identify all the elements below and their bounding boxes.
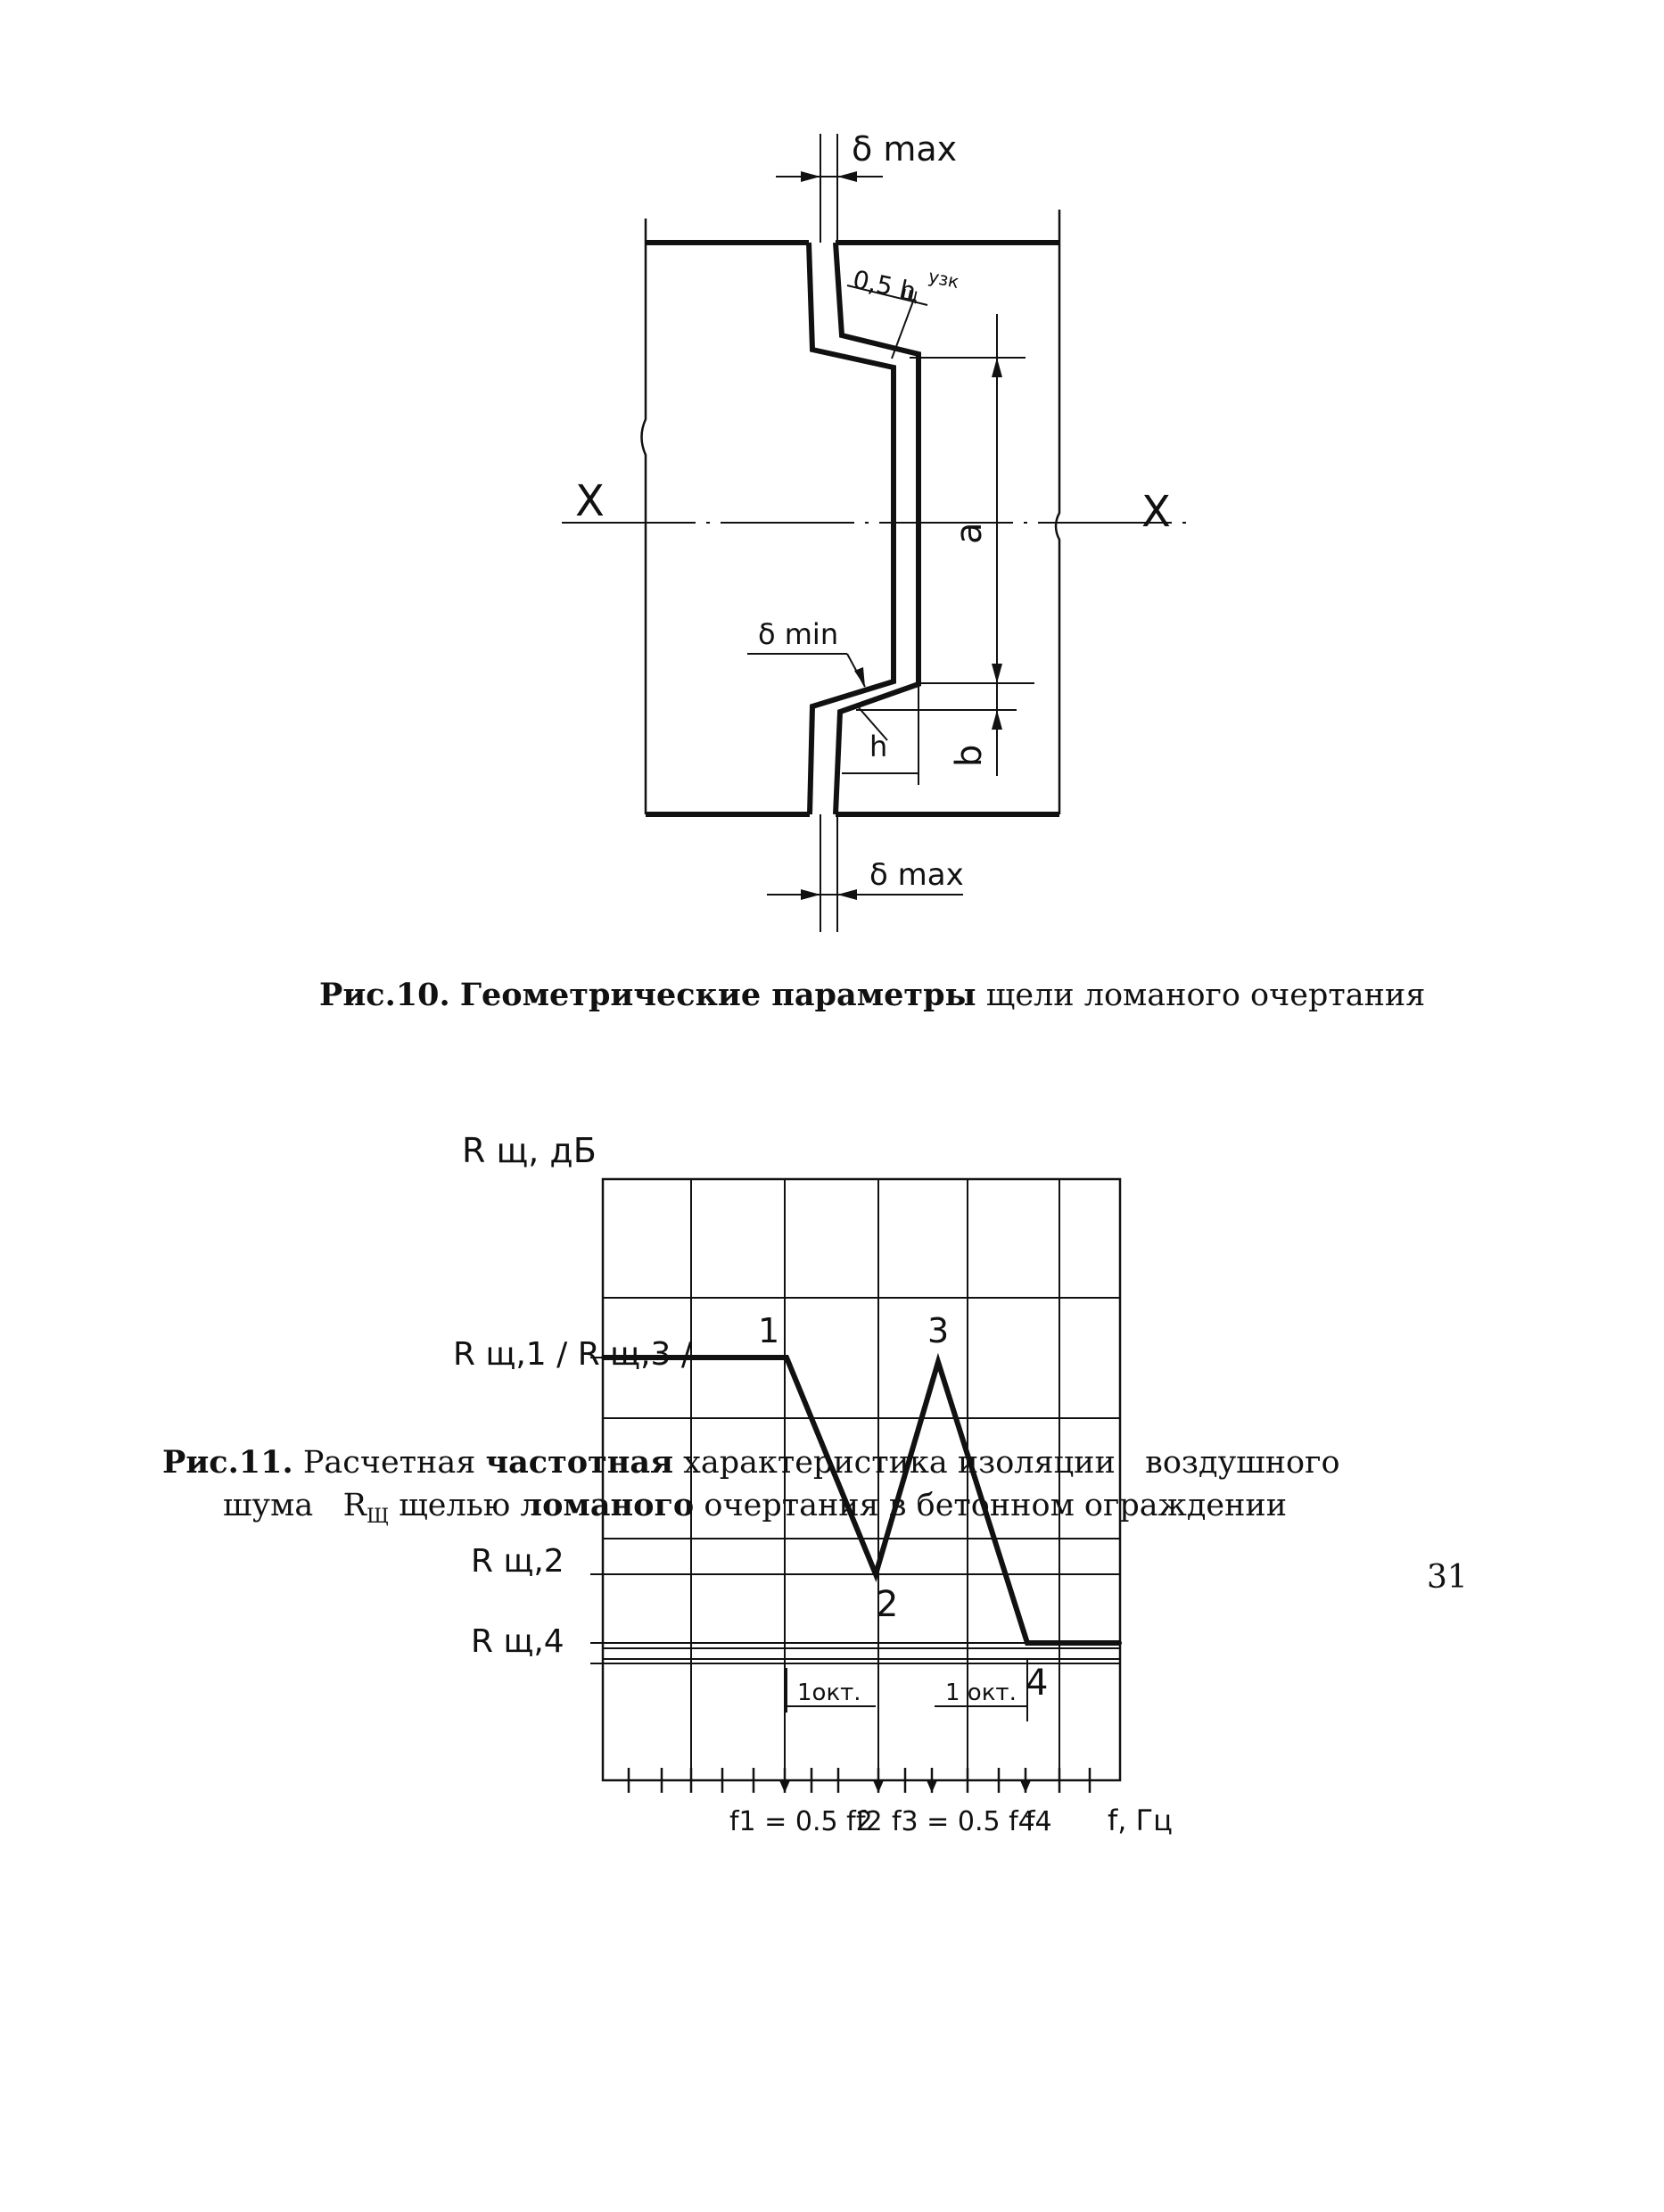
series-point-3 [936, 1360, 940, 1364]
label-delta-max-bottom: δ max [869, 857, 964, 893]
figure-10-diagram: δ max δ max δ min 0,5 h узк щ X X a b h [562, 129, 1195, 932]
y-tick-label-4: R щ,4 [471, 1623, 564, 1660]
chart-grid [590, 1177, 1122, 1793]
arrow-delta-max-top-r [837, 171, 857, 182]
half-h-dim [846, 285, 928, 306]
fig11-caption-a: Расчетная [302, 1445, 476, 1481]
x-tick-label-f2: f2 [856, 1806, 883, 1837]
x-tick-label-f1: f1 = 0.5 f2 [729, 1806, 873, 1837]
freq-marker-2 [927, 1780, 937, 1793]
series-point-4 [1026, 1641, 1029, 1645]
x-axis-label: f, Гц [1108, 1803, 1173, 1837]
chart-series [601, 1352, 1122, 1646]
arrow-b-bottom [992, 710, 1002, 730]
fig10-caption-rest: щели ломаного очертания [985, 978, 1426, 1013]
fig10-caption-bold: Геометрические параметры [459, 977, 976, 1013]
point-label-2: 2 [876, 1584, 898, 1625]
arrow-delta-max-bot-r [837, 889, 857, 900]
arrow-delta-max-top-l [801, 171, 820, 182]
figure-10-caption: Рис.10. Геометрические параметры щели ло… [319, 974, 1425, 1017]
fig11-caption2-c: очертания в бетонном ограждении [704, 1488, 1288, 1523]
freq-marker-0 [779, 1780, 790, 1793]
figure-11-caption-line2: шума RЩ щелью ломаного очертания в бетон… [223, 1484, 1287, 1539]
point-label-1: 1 [758, 1311, 779, 1350]
arrow-delta-max-bot-l [801, 889, 820, 900]
label-h-sub: щ [900, 281, 920, 305]
arrow-a-top [992, 358, 1002, 377]
y-axis-label: R щ, дБ [462, 1131, 597, 1170]
series-line [603, 1352, 1120, 1646]
point-label-4: 4 [1026, 1663, 1048, 1704]
freq-marker-1 [873, 1780, 884, 1793]
fig11-caption-prefix: Рис.11. [162, 1444, 293, 1481]
half-h-ext [891, 298, 915, 359]
y-tick-label-2: R щ,2 [471, 1543, 564, 1580]
figure-11-caption-line1: Рис.11. Расчетная частотная характеристи… [162, 1441, 1340, 1484]
fig11-caption-b: характеристика изоляции воздушного [683, 1445, 1340, 1481]
series-point-0 [601, 1356, 605, 1359]
fig11-caption-bold: частотная [485, 1444, 673, 1481]
octave-label-2: 1 окт. [945, 1680, 1017, 1706]
label-h: h [869, 730, 887, 763]
label-axis-right: X [1141, 487, 1171, 537]
freq-marker-3 [1020, 1780, 1031, 1793]
series-point-1 [785, 1356, 788, 1359]
fig11-caption2-sub: Щ [366, 1506, 390, 1528]
series-point-2 [874, 1572, 877, 1576]
octave-label-1: 1окт. [797, 1680, 861, 1706]
label-delta-min: δ min [758, 617, 838, 651]
right-edge [1054, 210, 1061, 814]
fig11-caption2-symbol: R [342, 1488, 367, 1523]
label-delta-max-top: δ max [852, 129, 957, 169]
joint-right-contour [833, 242, 921, 815]
series-point-5 [1118, 1641, 1122, 1645]
label-b: b [949, 745, 990, 767]
fig11-caption2-bold: ломаного [520, 1487, 695, 1523]
joint-left-contour [806, 242, 896, 815]
x-tick-label-f4: f4 [1026, 1806, 1052, 1837]
fig11-caption2-b: щелью [399, 1488, 511, 1523]
fig10-caption-prefix: Рис.10. [319, 977, 450, 1013]
left-edge [640, 219, 647, 814]
point-label-3: 3 [927, 1311, 949, 1350]
label-axis-left: X [575, 476, 605, 526]
page-number: 31 [1427, 1559, 1468, 1596]
arrow-delta-min [854, 667, 865, 687]
x-tick-label-f3: f3 = 0.5 f4 [892, 1806, 1035, 1837]
fig11-caption2-a: шума [223, 1488, 314, 1523]
plot-frame [601, 1177, 1122, 1782]
h-leader [855, 704, 888, 741]
arrow-a-bottom [992, 664, 1002, 683]
label-a: a [949, 522, 990, 544]
y-tick-label-1-3: R щ,1 / R щ,3 / [453, 1336, 693, 1373]
chart-labels: R щ, дБ R щ,1 / R щ,3 / R щ,2 R щ,4 1 2 3 4 1окт… [453, 1131, 1173, 1837]
